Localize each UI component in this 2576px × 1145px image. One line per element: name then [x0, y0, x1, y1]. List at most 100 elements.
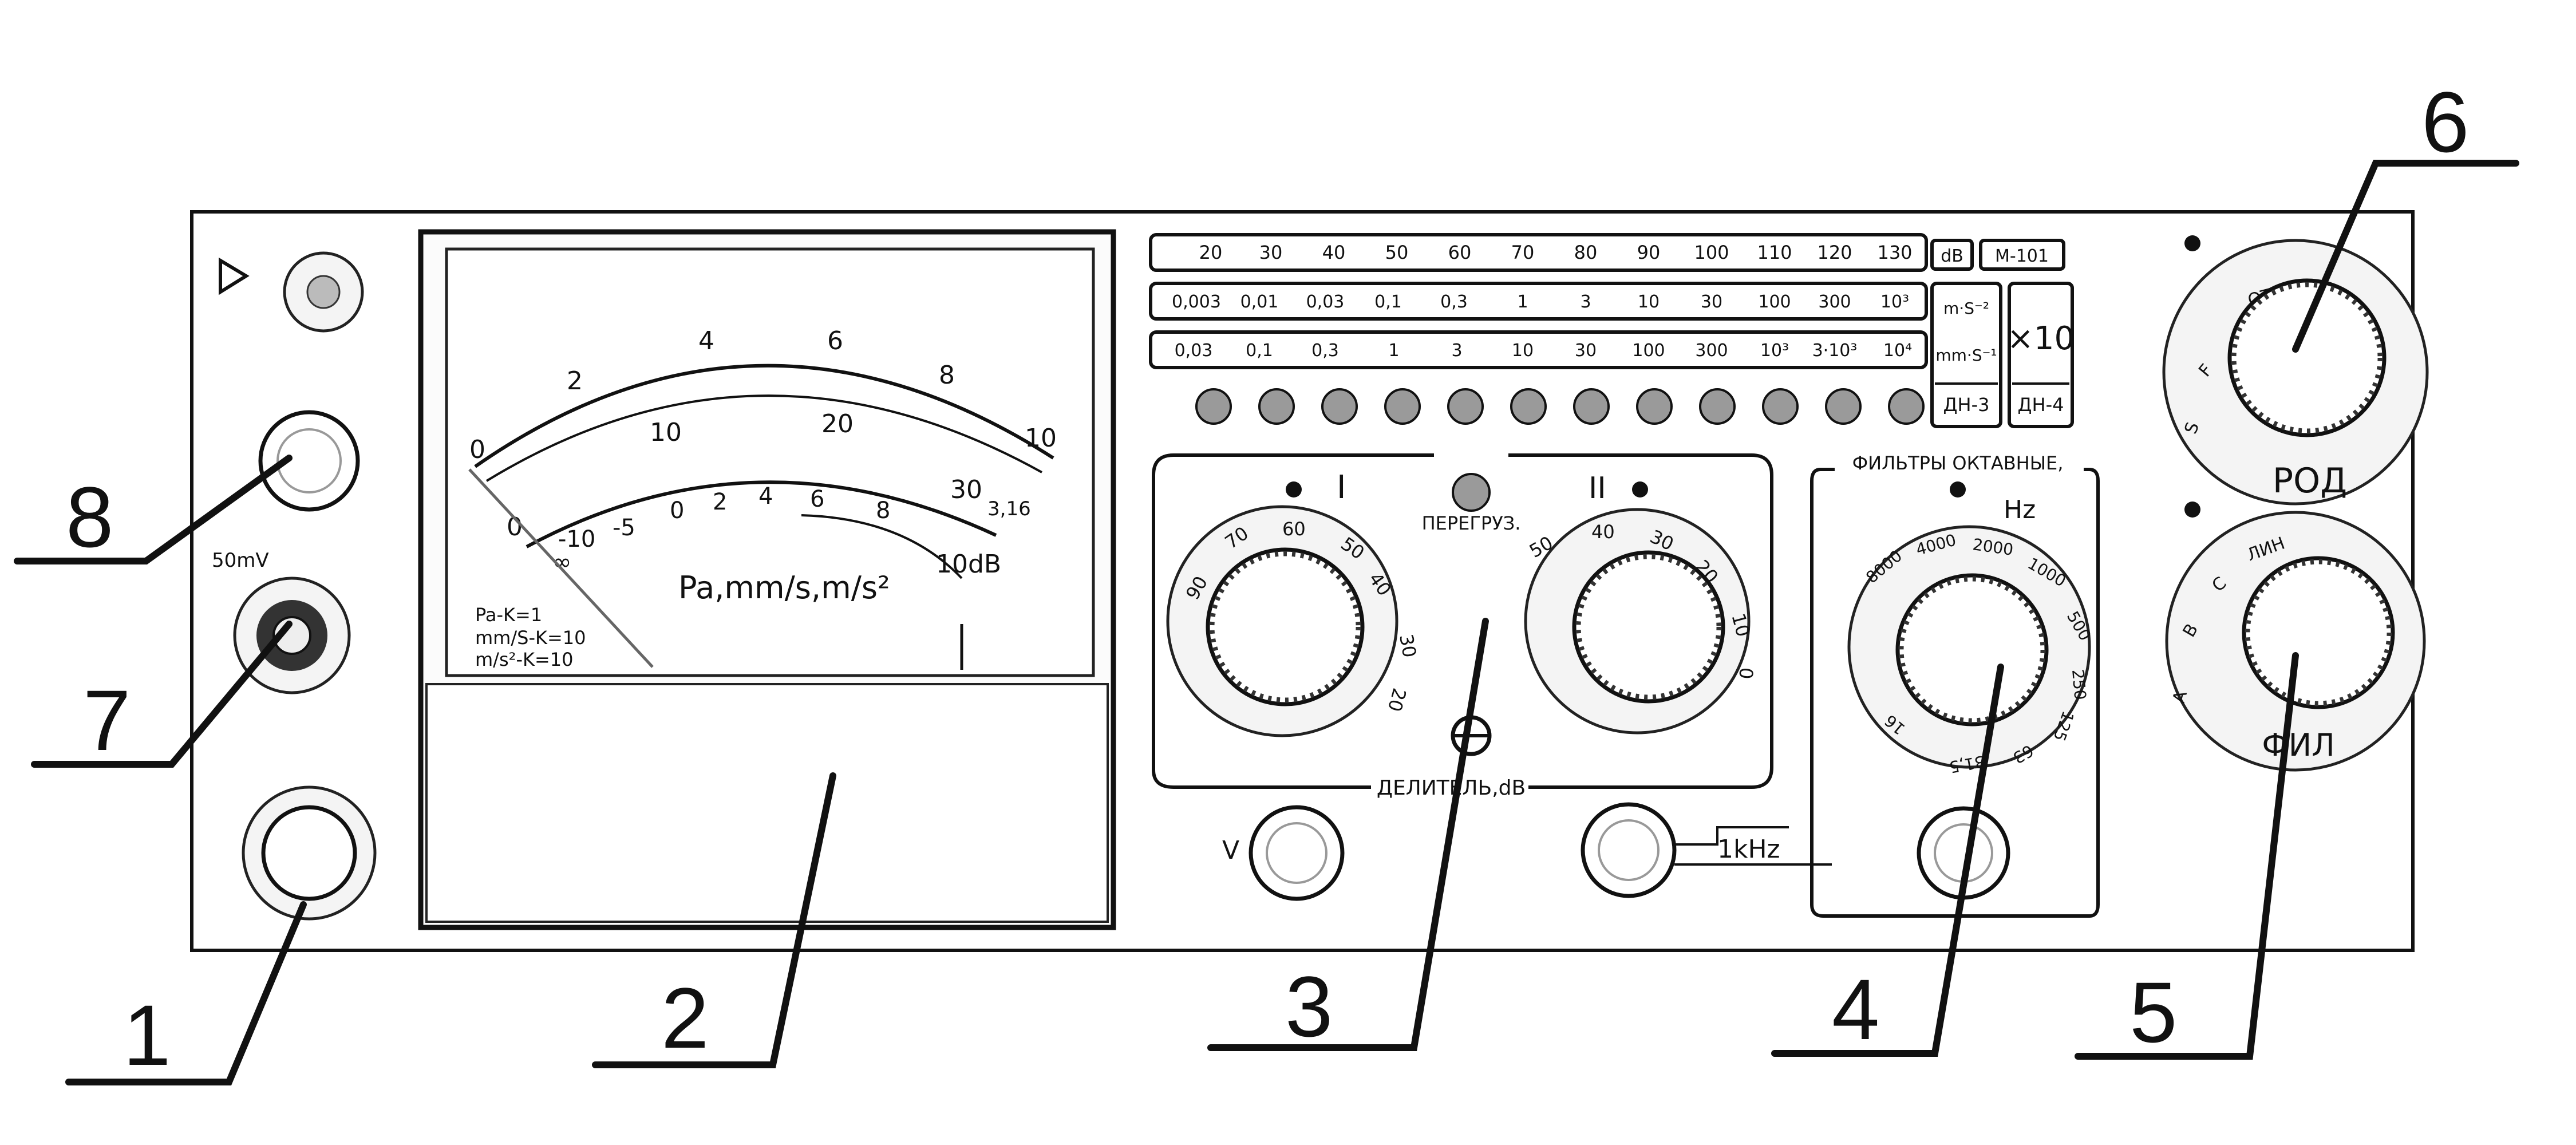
- calibration-label: 1kHz: [1717, 835, 1780, 864]
- row-accel-values: 0,003 0,01 0,03 0,1 0,3 1 3 10 30 100 30…: [1172, 292, 1909, 312]
- db-scale-arc: [801, 514, 963, 579]
- attenuator-knob-two[interactable]: [1572, 550, 1725, 704]
- leader-1: [65, 901, 307, 1085]
- callout-number: 8: [66, 469, 113, 565]
- leader-8: [14, 455, 293, 564]
- model-label: M-101: [1995, 246, 2049, 266]
- right-knobs: S F ОТКЛ РОД A B C ЛИН ФИЛ: [2162, 235, 2429, 772]
- callout-number: 4: [1832, 961, 1879, 1057]
- row-velocity-values: 0,03 0,1 0,3 1 3 10 30 100 300 10³ 3·10³…: [1175, 341, 1913, 361]
- lower-tick-label: -5: [613, 515, 635, 541]
- range-led: [1636, 388, 1673, 425]
- range-value: 20: [1199, 242, 1223, 263]
- volt-button[interactable]: [1249, 805, 1345, 901]
- scale-note: Pa-K=1: [475, 604, 542, 626]
- upper-scale-arc: [474, 364, 1054, 468]
- function-label: РОД: [2273, 461, 2347, 501]
- left-controls: 50mV: [212, 251, 377, 921]
- dial-two-tick: 0: [1735, 666, 1757, 680]
- filter-tick: 250: [2068, 669, 2090, 701]
- leader-5: [2075, 652, 2299, 1060]
- end-label: 3,16: [987, 498, 1031, 520]
- attenuator-knob-one[interactable]: [1206, 547, 1365, 706]
- unit-db: dB: [1941, 246, 1963, 266]
- function-knob-6[interactable]: [2227, 278, 2387, 437]
- callout-number: 2: [661, 970, 709, 1066]
- range-led: [1447, 388, 1484, 425]
- middle-tick-label: 20: [821, 409, 854, 439]
- callout-number: 1: [123, 987, 171, 1083]
- range-value: 0,1: [1374, 292, 1402, 312]
- range-value: 1: [1388, 341, 1399, 361]
- leader-2: [592, 772, 836, 1068]
- scale-note: mm/S-K=10: [475, 627, 586, 649]
- range-value: 0,3: [1311, 341, 1339, 361]
- meter-window: [445, 247, 1095, 677]
- lower-scale-arc: [526, 480, 997, 548]
- range-led: [1825, 388, 1862, 425]
- meter-needle: [468, 468, 654, 668]
- octave-filter-group: ФИЛЬТРЫ ОКТАВНЫЕ, Hz 8000 4000 2000 1000…: [1810, 452, 2100, 918]
- play-indicator-icon: [219, 257, 250, 295]
- middle-tick-label: 30: [950, 475, 982, 504]
- range-value: 50: [1385, 242, 1409, 263]
- scale-note: m/s²-K=10: [475, 649, 574, 670]
- unit-velocity: mm·S⁻¹: [1935, 346, 1997, 365]
- range-value: 120: [1817, 242, 1852, 263]
- upper-tick-label: 8: [939, 361, 955, 390]
- weighting-label: ФИЛ: [2262, 727, 2335, 763]
- lower-tick-label: 4: [758, 483, 773, 510]
- range-value: 30: [1259, 242, 1283, 263]
- dial-one-tick: 60: [1282, 518, 1306, 540]
- range-value: 300: [1695, 341, 1728, 361]
- calibration-button[interactable]: [1581, 802, 1677, 898]
- middle-tick-label: 10: [650, 418, 682, 447]
- lower-tick-label: 8: [876, 498, 890, 524]
- upper-tick-label: 4: [698, 326, 714, 356]
- range-led: [1573, 388, 1610, 425]
- range-led: [1699, 388, 1736, 425]
- filter-knob[interactable]: [1895, 573, 2049, 727]
- range-value: 10⁴: [1883, 341, 1912, 361]
- range-value: 100: [1632, 341, 1665, 361]
- button-8[interactable]: [258, 410, 360, 512]
- row-db-values: 20 30 40 50 60 70 80 90 100 110 120 130: [1199, 242, 1913, 263]
- units-label: Pa,mm/s,m/s²: [678, 570, 890, 606]
- lower-tick-label: 2: [713, 489, 727, 515]
- weighting-knob-5[interactable]: [2242, 556, 2395, 709]
- range-value: 0,01: [1240, 292, 1279, 312]
- upper-tick-label: 10: [1025, 424, 1057, 453]
- callout-number: 6: [2421, 74, 2469, 170]
- leader-7: [31, 621, 293, 768]
- range-value: 60: [1448, 242, 1472, 263]
- attenuator-frame: [1152, 453, 1434, 789]
- range-scales: 20 30 40 50 60 70 80 90 100 110 120 130 …: [1149, 233, 2075, 428]
- range-led: [1258, 388, 1295, 425]
- range-value: 110: [1757, 242, 1792, 263]
- sensor-box-one: [1930, 282, 2002, 428]
- volt-label: V: [1222, 836, 1239, 865]
- unit-accel: m·S⁻²: [1943, 299, 1989, 318]
- upper-scale-labels: 0 2 4 6 8 10: [469, 326, 1057, 464]
- sensor-box-two: [2008, 282, 2074, 428]
- range-led: [1195, 388, 1232, 425]
- range-value: 0,3: [1440, 292, 1468, 312]
- lower-tick-label: -10: [558, 526, 595, 552]
- range-value: 3: [1580, 292, 1591, 312]
- callout-leaders: [14, 160, 2519, 1085]
- lower-tick-label: 10dB: [936, 550, 1001, 579]
- range-value: 3·10³: [1812, 341, 1858, 361]
- range-value: 10³: [1760, 341, 1789, 361]
- range-value: 90: [1637, 242, 1661, 263]
- overload-label: ПЕРЕГРУЗ.: [1422, 512, 1521, 534]
- range-value: 3: [1451, 341, 1462, 361]
- dial-two-label: II: [1589, 471, 1606, 506]
- sensor-tag: ДН-3: [1943, 394, 1990, 416]
- dial-one-tick: 30: [1395, 633, 1420, 660]
- leader-3: [1207, 618, 1489, 1051]
- range-led: [1762, 388, 1799, 425]
- range-value: 130: [1877, 242, 1912, 263]
- callout-numbers: 1 2 3 4 5 6 7 8: [66, 74, 2469, 1083]
- range-led: [1888, 388, 1925, 425]
